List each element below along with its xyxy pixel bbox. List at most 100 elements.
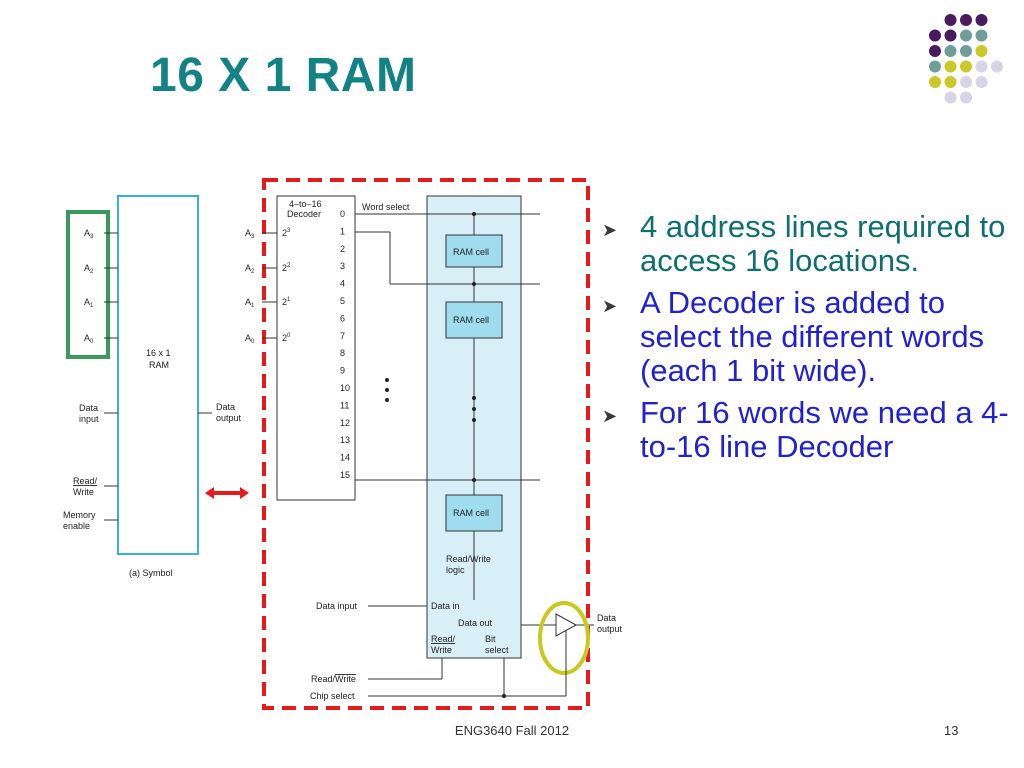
symbol-mem-2: enable [63,521,90,531]
double-arrow [205,487,249,499]
decorative-dot [944,14,957,26]
word-select-label: Word select [362,202,410,212]
ram-cell-label-2: RAM cell [453,315,489,325]
symbol-read: Read/ [73,476,98,486]
decoder-output-label: 13 [340,435,350,445]
symbol-data-input-2: input [79,414,99,424]
decoder-output-label: 6 [340,313,345,323]
decoder-output-label: 0 [340,209,345,219]
symbol-write: Write [73,487,94,497]
decoder-output-label: 14 [340,453,350,463]
decorative-dot [944,45,957,57]
decoder-input-label: A2 [245,263,255,275]
page-number: 13 [944,723,959,738]
decorative-dot [960,14,972,26]
decorative-dot [929,76,941,88]
symbol-data-output-1: Data [216,402,235,412]
symbol-block [117,195,199,555]
ext-data-output-2: output [597,624,623,634]
bullet-list: ➤ 4 address lines required to access 16 … [600,210,1010,472]
decoder-title-1: 4–to–16 [289,199,322,209]
decorative-dot [960,29,972,42]
symbol-caption: (a) Symbol [129,568,173,578]
ext-data-output-1: Data [597,613,616,623]
slide-footer: ENG3640 Fall 2012 [454,723,570,738]
decoder-output-label: 5 [340,296,345,306]
arrow-bullet-icon: ➤ [602,220,618,240]
decoder-input-power: 22 [282,263,291,273]
decoder-output-label: 15 [340,470,350,480]
decoder-title-2: Decoder [287,209,321,219]
ram-cell-label-1: RAM cell [453,247,489,257]
decoder-output-label: 4 [340,279,345,289]
slide-title: 16 X 1 RAM [150,49,417,102]
bullet-text: For 16 words we need a 4-to-16 line Deco… [640,395,1009,464]
decorative-dot [960,60,972,73]
decorative-dot [929,29,941,42]
ext-data-input: Data input [316,601,358,611]
decorative-dot [975,45,988,57]
ram-cell-3 [445,494,503,532]
decorative-dot [929,45,941,57]
decoder-output-label: 3 [340,261,345,271]
ext-chip-select: Chip select [310,691,355,701]
highlight-dashed-box [262,178,590,710]
decoder-input-power: 21 [282,297,291,307]
data-out-label: Data out [458,618,493,628]
decorative-dot [944,29,957,42]
array-read-label: Read/ [431,634,456,644]
arrow-bullet-icon: ➤ [602,406,618,426]
ram-cell-1 [445,234,503,268]
bullet-item: ➤ 4 address lines required to access 16 … [600,210,1010,278]
symbol-addr-a0: A0 [84,333,94,345]
bullet-text: A Decoder is added to select the differe… [640,285,985,388]
decoder-output-label: 8 [340,348,345,358]
decorative-dot [960,45,972,57]
symbol-label-1: 16 x 1 [146,348,171,358]
decorative-dot [975,14,988,26]
decorative-dot [944,60,957,73]
ram-cell-label-3: RAM cell [453,508,489,518]
data-in-label: Data in [431,601,460,611]
address-highlight-box [66,210,110,359]
symbol-data-input-1: Data [79,403,98,413]
symbol-data-output-2: output [216,413,242,423]
decorative-dot [991,60,1003,73]
array-write-label: Write [431,645,452,655]
decoder-input-label: A0 [245,333,255,345]
decoder-input-power: 23 [282,228,291,238]
decorative-dot [944,91,957,104]
symbol-addr-a1: A1 [84,297,94,309]
decorative-dot [960,91,972,104]
ram-cell-2 [445,301,503,339]
decoder-output-label: 11 [340,400,349,410]
ext-read-write: Read/Write [311,674,356,684]
decoder-output-label: 12 [340,418,350,428]
decorative-dot [975,29,988,42]
rw-logic-1: Read/Write [446,554,491,564]
external-io: Data input Data output Read/Write Chip s… [310,601,623,701]
arrow-bullet-icon: ➤ [602,296,618,316]
decorative-dot [975,60,988,73]
decoder-output-label: 9 [340,366,345,376]
decoder-output-label: 7 [340,331,345,341]
decorative-dot [960,76,972,88]
symbol-addr-a3: A3 [84,228,94,240]
decoder-input-label: A1 [245,297,255,309]
decoder-input-power: 20 [282,333,291,343]
select-label: select [485,645,509,655]
symbol-mem-1: Memory [63,510,96,520]
bullet-item: ➤ For 16 words we need a 4-to-16 line De… [600,396,1010,464]
decoder-output-label: 10 [340,383,350,393]
decoder-input-label: A3 [245,228,255,240]
decorative-dot [929,60,941,73]
decoder-output-label: 2 [340,244,345,254]
ram-symbol: A3 A2 A1 A0 16 x 1 RAM Data input Data o… [63,195,242,578]
symbol-addr-a2: A2 [84,263,94,275]
bullet-text: 4 address lines required to access 16 lo… [640,209,1006,278]
decoder-output-label: 1 [340,226,345,236]
symbol-label-2: RAM [149,360,169,370]
